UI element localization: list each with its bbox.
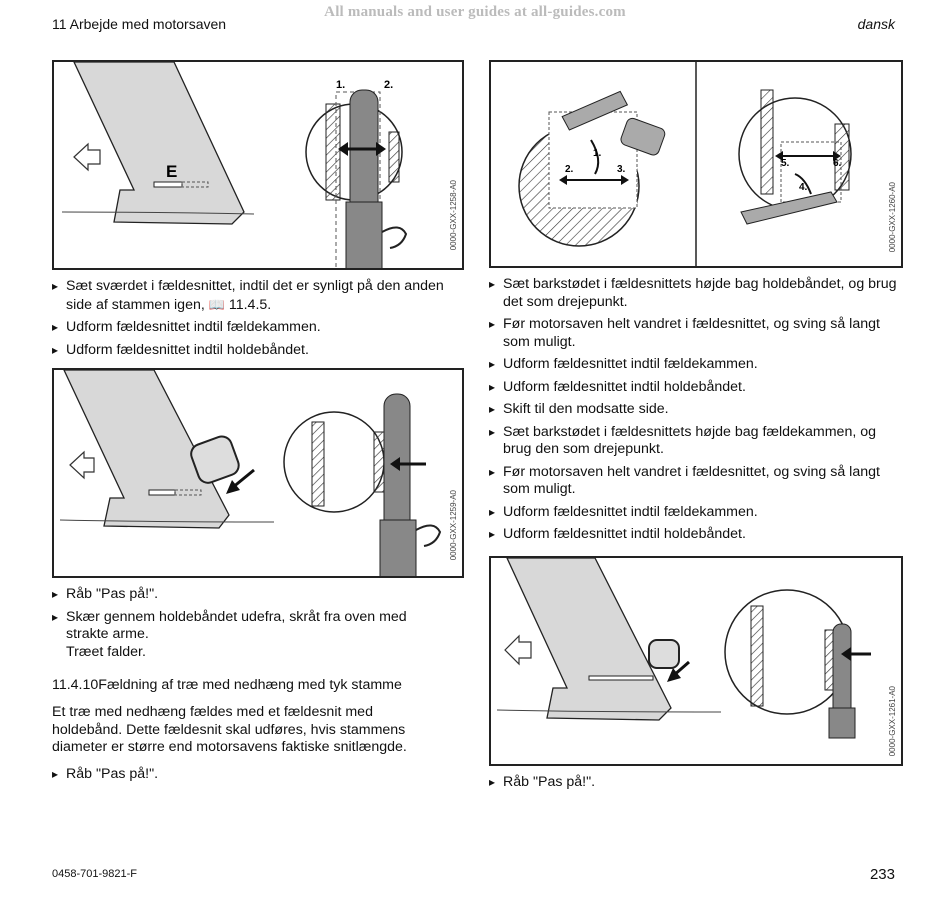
result-text: Træet falder. — [66, 643, 146, 660]
figure-2: 0000-GXX-1259-A0 — [52, 368, 464, 578]
step-6-label: 6. — [833, 158, 842, 169]
list-item: Sæt barkstødet i fældesnittets højde bag… — [489, 276, 901, 311]
fell-direction-arrow-icon — [69, 450, 95, 480]
fell-direction-arrow-icon — [73, 142, 101, 172]
list-item: Før motorsaven helt vandret i fældesnitt… — [489, 316, 901, 351]
instruction-list-4: Sæt barkstødet i fældesnittets højde bag… — [489, 276, 901, 549]
list-item: Udform fældesnittet indtil holdebåndet. — [489, 526, 901, 544]
list-item: Sæt barkstødet i fældesnittets højde bag… — [489, 424, 901, 459]
instruction-list-5: Råb "Pas på!". — [489, 774, 901, 797]
figure-3: 1. 2. 3. 5. 6. 4. 0000-GXX-1260-A0 — [489, 60, 903, 268]
label-e: E — [166, 162, 177, 181]
figure-code: 0000-GXX-1259-A0 — [449, 490, 458, 561]
document-number: 0458-701-9821-F — [52, 868, 138, 880]
instruction-list-1: Sæt sværdet i fældesnittet, indtil det e… — [52, 278, 452, 364]
page-number: 233 — [869, 866, 895, 883]
figure-3-drawing: 1. 2. 3. 5. 6. 4. — [518, 62, 852, 266]
language-label: dansk — [857, 16, 895, 32]
list-item: Udform fældesnittet indtil holdebåndet. — [52, 342, 452, 360]
figure-code: 0000-GXX-1258-A0 — [449, 180, 458, 251]
list-item: Råb "Pas på!". — [489, 774, 901, 792]
figure-1: E 1. 2. 0000-GXX-1258-A0 — [52, 60, 464, 270]
chapter-header: 11 Arbejde med motorsaven — [52, 16, 227, 32]
section-paragraph: Et træ med nedhæng fældes med et fældesn… — [52, 704, 407, 755]
list-item: Udform fældesnittet indtil holdebåndet. — [489, 379, 901, 397]
figure-code: 0000-GXX-1261-A0 — [888, 686, 897, 757]
figure-1-drawing: E 1. 2. — [61, 62, 408, 268]
manual-book-icon: 📖 — [208, 296, 225, 312]
cross-reference: 11.4.5. — [228, 296, 272, 313]
instruction-list-3: Råb "Pas på!". — [52, 766, 452, 789]
list-item: Skær gennem holdebåndet udefra, skråt fr… — [52, 609, 452, 662]
list-item: Råb "Pas på!". — [52, 586, 452, 604]
step-5-label: 5. — [781, 158, 790, 169]
step-2-label: 2. — [565, 164, 574, 175]
step-3-label: 3. — [617, 164, 626, 175]
list-item: Sæt sværdet i fældesnittet, indtil det e… — [52, 278, 452, 314]
watermark: All manuals and user guides at all-guide… — [324, 4, 626, 20]
figure-2-drawing — [59, 370, 442, 576]
step-4-label: 4. — [799, 182, 808, 193]
step-1-label: 1. — [336, 79, 345, 91]
section-title: 11.4.10Fældning af træ med nedhæng med t… — [52, 677, 402, 693]
fell-direction-arrow-icon — [504, 634, 532, 666]
instruction-list-2: Råb "Pas på!". Skær gennem holdebåndet u… — [52, 586, 452, 666]
list-item: Udform fældesnittet indtil fældekammen. — [489, 504, 901, 522]
step-1-label: 1. — [593, 148, 602, 159]
list-item: Udform fældesnittet indtil fældekammen. — [52, 319, 452, 337]
list-item: Udform fældesnittet indtil fældekammen. — [489, 356, 901, 374]
figure-4: 0000-GXX-1261-A0 — [489, 556, 903, 766]
figure-4-drawing — [496, 558, 871, 739]
step-2-label: 2. — [384, 79, 393, 91]
list-item: Råb "Pas på!". — [52, 766, 452, 784]
list-item: Skift til den modsatte side. — [489, 401, 901, 419]
list-item: Før motorsaven helt vandret i fældesnitt… — [489, 464, 901, 499]
figure-code: 0000-GXX-1260-A0 — [888, 182, 897, 253]
